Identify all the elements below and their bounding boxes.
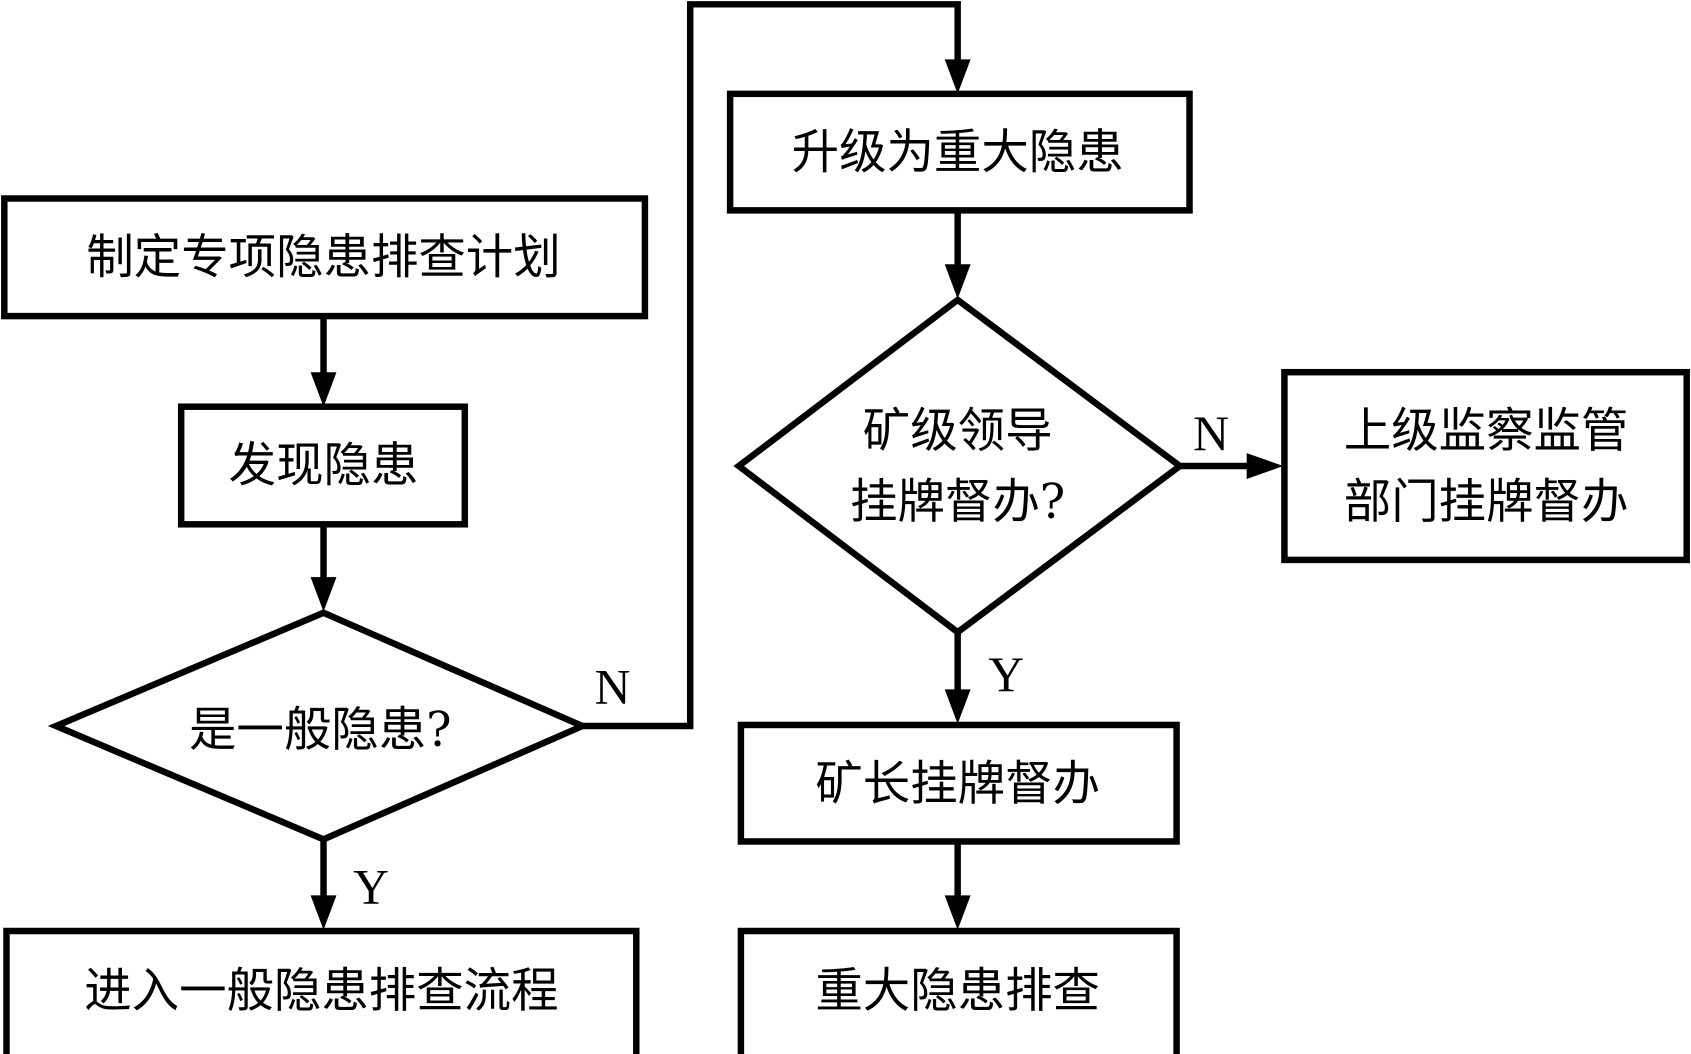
node-mine-leader-label-line2: 挂牌督办? [850, 475, 1065, 530]
arrowhead-icon [310, 372, 337, 407]
node-mine-chief: 矿长挂牌督办 [737, 721, 1180, 845]
node-discover: 发现隐患 [177, 403, 469, 528]
edge-chief-check [944, 841, 971, 930]
edge-plan-discover [310, 316, 337, 407]
node-mine-chief-box [737, 721, 1180, 845]
node-superior-label-line1: 上级监察监管 [1344, 404, 1629, 459]
node-upgrade-label: 升级为重大隐患 [792, 126, 1124, 181]
edge-label-no: N [1193, 406, 1229, 461]
arrowhead-icon [1246, 453, 1284, 479]
node-mine-leader-label-line1: 矿级领导 [863, 404, 1053, 459]
edge-leader-yes: Y [944, 632, 1024, 724]
node-superior-label-line2: 部门挂牌督办 [1344, 475, 1629, 530]
node-mine-leader: 矿级领导 挂牌督办? [733, 295, 1186, 637]
node-discover-label: 发现隐患 [229, 439, 419, 494]
edge-line [582, 1, 961, 730]
node-is-general-label: 是一般隐患? [189, 703, 452, 758]
arrowhead-icon [944, 895, 971, 930]
node-major-check-label: 重大隐患排查 [815, 964, 1100, 1019]
arrowhead-icon [310, 895, 337, 930]
node-discover-box [177, 403, 469, 528]
node-plan-box [1, 195, 649, 320]
arrowhead-icon [944, 59, 971, 94]
node-mine-chief-label: 矿长挂牌督办 [815, 757, 1100, 812]
node-superior-box [1281, 368, 1690, 564]
node-plan: 制定专项隐患排查计划 [1, 195, 649, 320]
arrowhead-icon [944, 264, 971, 299]
node-upgrade: 升级为重大隐患 [726, 90, 1193, 214]
node-plan-label: 制定专项隐患排查计划 [86, 230, 560, 285]
node-general-flow-label: 进入一般隐患排查流程 [84, 964, 558, 1019]
node-mine-leader-diamond [733, 295, 1186, 637]
edge-label-no: N [595, 660, 631, 715]
edge-leader-no: N [1179, 406, 1284, 479]
edge-general-yes: Y [310, 839, 389, 930]
edge-label-yes: Y [988, 647, 1024, 702]
edge-discover-decision [310, 524, 337, 612]
node-is-general: 是一般隐患? [47, 609, 591, 843]
edge-upgrade-decision [944, 210, 971, 299]
arrowhead-icon [310, 577, 337, 612]
node-upgrade-box [726, 90, 1193, 214]
node-general-flow-box [3, 927, 640, 1054]
node-major-check-box [737, 927, 1180, 1054]
edge-label-yes: Y [353, 859, 389, 914]
node-major-check: 重大隐患排查 [737, 927, 1180, 1054]
node-superior: 上级监察监管 部门挂牌督办 [1281, 368, 1690, 564]
edge-general-no: N [582, 1, 971, 730]
node-general-flow: 进入一般隐患排查流程 [3, 927, 640, 1054]
arrowhead-icon [944, 689, 971, 724]
